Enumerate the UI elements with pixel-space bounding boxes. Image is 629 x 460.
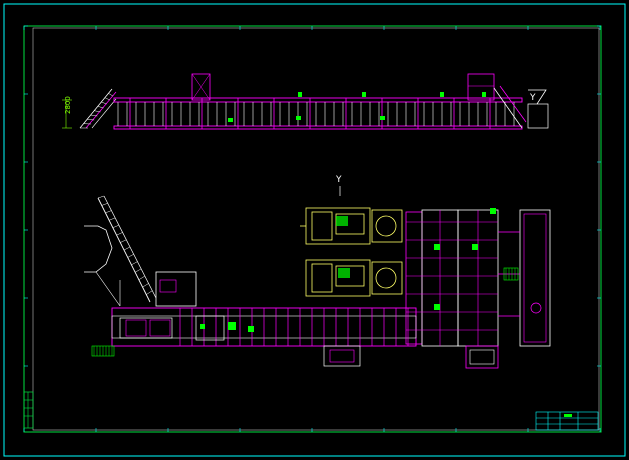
machine-lower bbox=[305, 259, 403, 297]
title-block bbox=[535, 411, 599, 431]
elevation-dimension-label: 2800 bbox=[64, 96, 72, 114]
plan-view bbox=[84, 195, 551, 369]
inner-border bbox=[23, 25, 602, 433]
zone-ticks bbox=[23, 25, 601, 432]
drawing-area-border bbox=[32, 27, 600, 431]
view-marker-y: Y bbox=[335, 175, 342, 185]
view-marker-y-plan: Y bbox=[529, 93, 536, 103]
machine-upper bbox=[300, 207, 403, 245]
elevation-view: 2800 bbox=[62, 73, 549, 130]
outer-frame bbox=[3, 3, 626, 457]
binding-strip bbox=[23, 391, 34, 429]
